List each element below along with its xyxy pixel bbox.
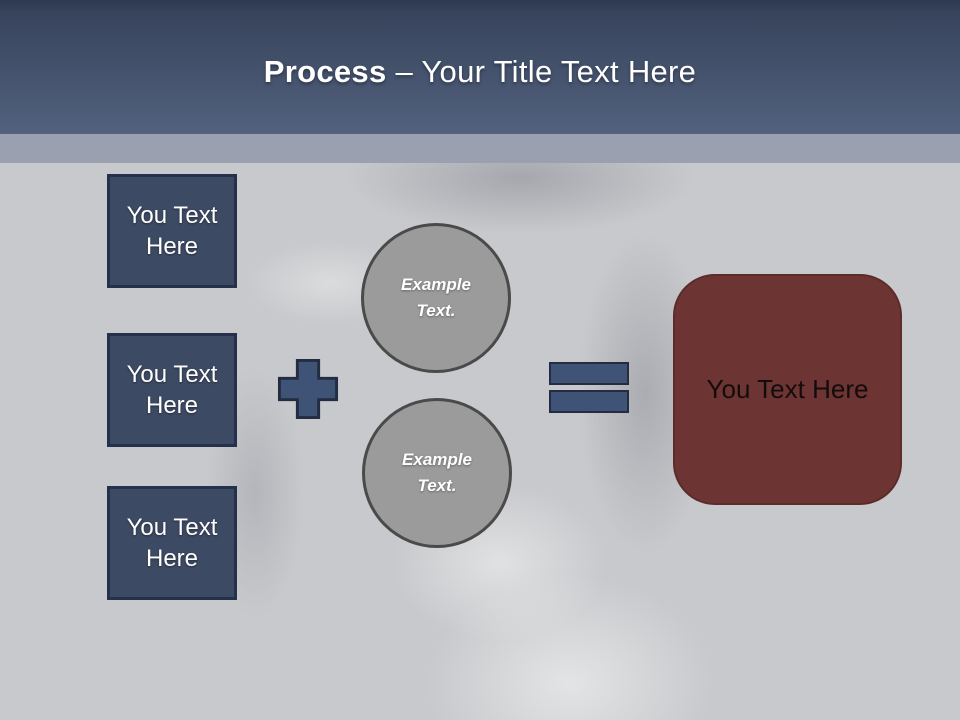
- example-circle-2: Example Text.: [362, 398, 512, 548]
- slide-header: Process– Your Title Text Here: [0, 0, 960, 134]
- slide-content: You Text Here You Text Here You Text Her…: [0, 163, 960, 720]
- result-box: You Text Here: [673, 274, 902, 505]
- header-accent-band: [0, 134, 960, 163]
- equals-bar-bottom: [549, 390, 629, 413]
- title-keyword: Process: [263, 54, 387, 89]
- step-box-1-label: You Text Here: [126, 201, 218, 260]
- plus-operator-icon: [277, 358, 339, 420]
- equals-operator-icon: [549, 362, 629, 413]
- result-box-label: You Text Here: [706, 374, 869, 404]
- title-subtitle: – Your Title Text Here: [395, 54, 697, 89]
- step-box-1: You Text Here: [107, 174, 237, 288]
- example-circle-1-label: Example Text.: [401, 274, 471, 320]
- step-box-2-label: You Text Here: [126, 360, 218, 419]
- example-circle-2-label: Example Text.: [402, 449, 472, 495]
- step-box-3: You Text Here: [107, 486, 237, 600]
- step-box-3-label: You Text Here: [126, 513, 218, 572]
- step-box-2: You Text Here: [107, 333, 237, 447]
- equals-bar-top: [549, 362, 629, 385]
- slide-title: Process– Your Title Text Here: [264, 44, 696, 90]
- example-circle-1: Example Text.: [361, 223, 511, 373]
